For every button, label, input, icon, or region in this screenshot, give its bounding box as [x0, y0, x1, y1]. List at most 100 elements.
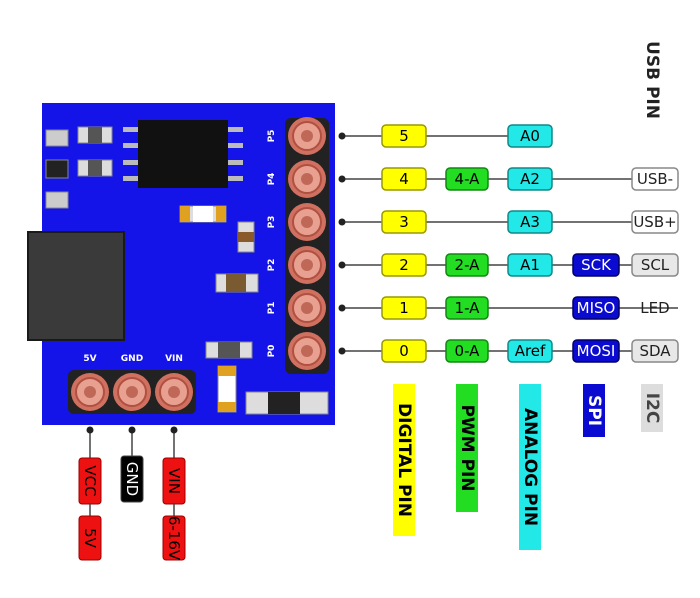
- pin-lead-dot: [338, 261, 346, 269]
- i2c-box: [631, 167, 679, 191]
- analog-label: A0: [520, 127, 540, 145]
- pin-row-4: 4 4-A A2 USB-: [338, 167, 679, 191]
- i2c-label: USB-: [637, 170, 673, 188]
- legend-pwm-label: PWM PIN: [457, 404, 477, 491]
- pin-row-3: 3 A3 USB+: [338, 210, 679, 234]
- pwm-box: [445, 339, 489, 363]
- digital-box: [381, 167, 427, 191]
- pwm-label: 1-A: [455, 299, 481, 317]
- pin-lead-dot: [338, 132, 346, 140]
- pwm-label: 2-A: [455, 256, 481, 274]
- pwm-box: [445, 253, 489, 277]
- legend-spi-label: SPI: [584, 395, 604, 426]
- pwm-label: 4-A: [455, 170, 481, 188]
- power-pad-0: [71, 373, 109, 411]
- digital-label: 1: [399, 299, 409, 317]
- analog-box: [507, 124, 553, 148]
- legend: DIGITAL PIN PWM PIN ANALOG PIN SPI I2C USB PI…: [393, 41, 663, 550]
- analog-label: Aref: [515, 342, 546, 360]
- power-pad-1: [113, 373, 151, 411]
- pin-row-2: 2 2-A A1 SCK SCL: [338, 253, 679, 277]
- legend-pwm: PWM PIN: [456, 384, 478, 512]
- analog-box: [507, 210, 553, 234]
- digital-box: [381, 296, 427, 320]
- pin-pad-0: [288, 117, 326, 155]
- power-silk-labels: 5V GND VIN: [83, 354, 183, 364]
- pin-silk-p3: P3: [267, 216, 277, 229]
- i2c-box: [631, 339, 679, 363]
- pin-lead-dot: [338, 175, 346, 183]
- smd-components: [45, 126, 329, 415]
- gnd-lead: GND: [120, 426, 144, 503]
- spi-box: [572, 296, 620, 320]
- pin-silk-p4: P4: [267, 173, 277, 186]
- i2c-label: LED: [640, 299, 669, 317]
- i2c-label: SCL: [641, 256, 670, 274]
- spi-label: SCK: [581, 256, 612, 274]
- i2c-box: [631, 210, 679, 234]
- pin-lead-dot: [338, 218, 346, 226]
- legend-analog-label: ANALOG PIN: [520, 408, 540, 526]
- i2c-label: USB+: [633, 213, 676, 231]
- analog-label: A2: [520, 170, 540, 188]
- pwm-box: [445, 167, 489, 191]
- pin-silk-p5: P5: [267, 130, 277, 143]
- pin-row-5: 5 A0: [338, 124, 553, 148]
- attiny-chip: [123, 120, 243, 188]
- digital-box: [381, 124, 427, 148]
- pin-pad-1: [288, 160, 326, 198]
- legend-i2c: I2C: [641, 384, 663, 432]
- power-pads: [71, 373, 193, 411]
- analog-box: [507, 339, 553, 363]
- vcc-label: VCC: [81, 465, 99, 496]
- pin-silk-p1: P1: [267, 302, 277, 315]
- legend-i2c-label: I2C: [642, 393, 662, 424]
- pwm-label: 0-A: [455, 342, 481, 360]
- spi-box: [572, 253, 620, 277]
- analog-label: A1: [520, 256, 540, 274]
- pin-pad-5: [288, 332, 326, 370]
- legend-analog: ANALOG PIN: [519, 384, 541, 550]
- pin-lead-dot: [338, 304, 346, 312]
- i2c-label: SDA: [639, 342, 671, 360]
- power-silk-vin: VIN: [165, 354, 183, 364]
- legend-spi: SPI: [583, 384, 605, 437]
- power-silk-5v: 5V: [83, 354, 96, 364]
- pin-pad-2: [288, 203, 326, 241]
- legend-digital: DIGITAL PIN: [393, 384, 415, 536]
- power-pad-2: [155, 373, 193, 411]
- pin-pads: [288, 117, 326, 370]
- pin-silk-p2: P2: [267, 259, 277, 272]
- digital-label: 5: [399, 127, 409, 145]
- vcc-lead: VCC 5V: [78, 426, 102, 561]
- analog-box: [507, 253, 553, 277]
- digital-label: 4: [399, 170, 409, 188]
- pin-lead-dot: [338, 347, 346, 355]
- digital-label: 3: [399, 213, 409, 231]
- legend-usb: USB PIN: [642, 41, 662, 119]
- vin-range-label: 6-16V: [165, 516, 183, 561]
- digital-box: [381, 210, 427, 234]
- digital-box: [381, 253, 427, 277]
- power-silk-gnd: GND: [121, 354, 143, 364]
- analog-box: [507, 167, 553, 191]
- legend-usb-label: USB PIN: [642, 41, 662, 119]
- legend-digital-label: DIGITAL PIN: [394, 403, 414, 517]
- usb-connector: [27, 231, 125, 341]
- pin-pad-4: [288, 289, 326, 327]
- digital-label: 0: [399, 342, 409, 360]
- i2c-box: [631, 253, 679, 277]
- digital-label: 2: [399, 256, 409, 274]
- pwm-box: [445, 296, 489, 320]
- analog-label: A3: [520, 213, 540, 231]
- gnd-label: GND: [123, 462, 141, 496]
- 5v-label: 5V: [81, 528, 99, 549]
- digital-box: [381, 339, 427, 363]
